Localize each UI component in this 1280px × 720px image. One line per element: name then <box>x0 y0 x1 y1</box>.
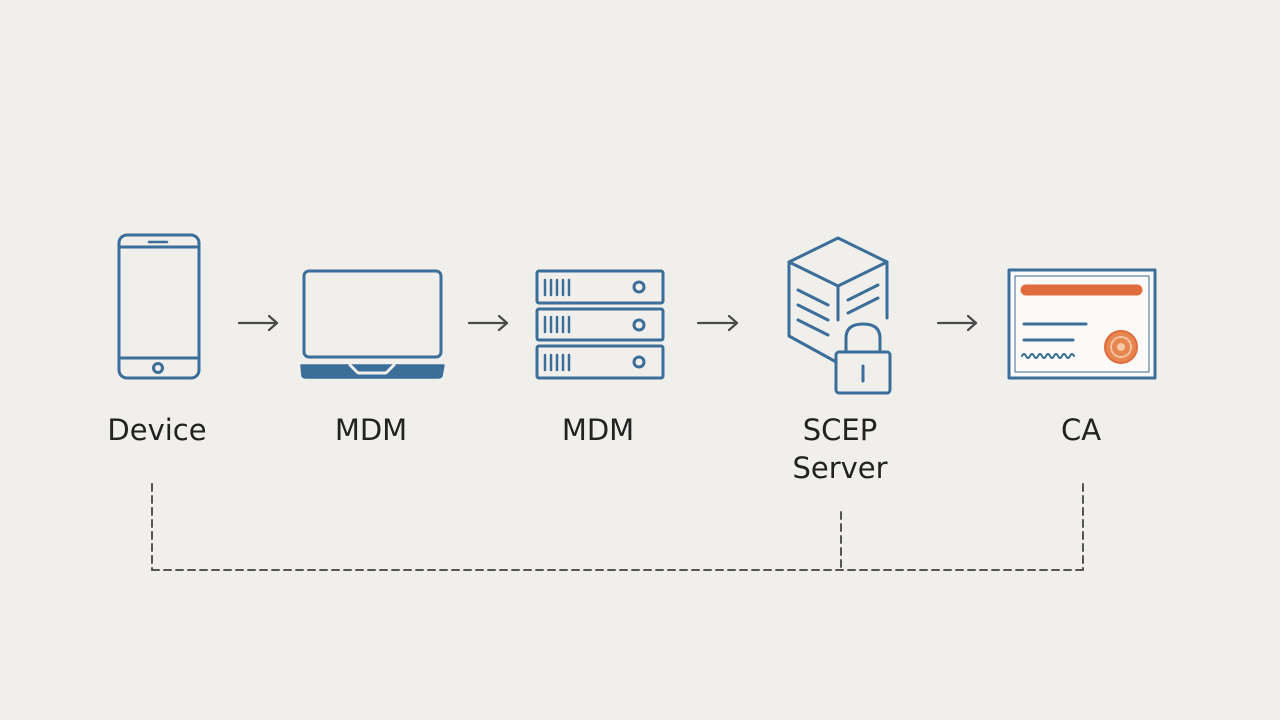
device-label-line: Device <box>107 413 207 447</box>
arrow-scep-to-ca <box>936 314 978 332</box>
mdm-client-label: MDM <box>271 411 471 449</box>
device-label: Device <box>57 411 257 449</box>
arrow-mdm-to-mdm-server <box>467 314 509 332</box>
arrow-mdm-server-to-scep <box>696 314 739 332</box>
scep-server-label-line-2: Server <box>792 451 888 485</box>
mdm-server-label-line: MDM <box>561 413 635 447</box>
dashed-connector <box>151 483 1084 571</box>
locked-server-icon <box>787 236 892 395</box>
arrow-device-to-mdm <box>237 314 279 332</box>
smartphone-icon <box>117 233 201 380</box>
ca-label: CA <box>981 411 1181 449</box>
certificate-icon <box>1007 268 1157 380</box>
ca-label-line: CA <box>1060 413 1102 447</box>
scep-server-label: SCEP Server <box>740 411 940 487</box>
mdm-server-label: MDM <box>498 411 698 449</box>
laptop-icon <box>300 269 445 379</box>
scep-server-label-line-1: SCEP <box>802 413 878 447</box>
server-rack-icon <box>535 269 665 380</box>
certificate-seal-icon <box>1104 330 1138 364</box>
mdm-client-label-line: MDM <box>334 413 408 447</box>
